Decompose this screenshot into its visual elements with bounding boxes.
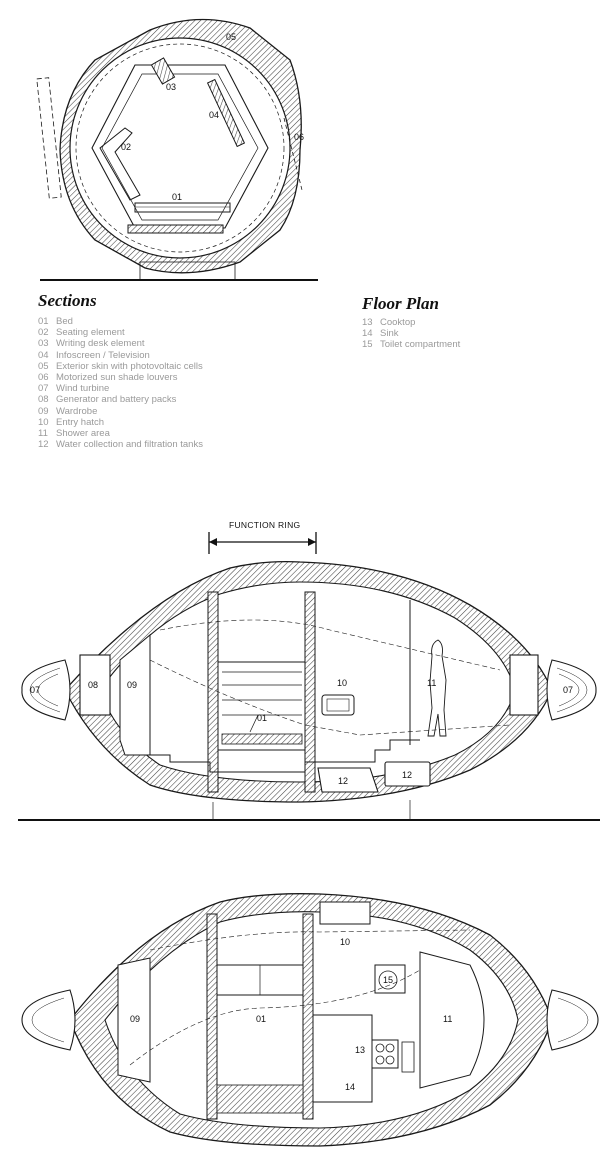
writing-desk bbox=[150, 57, 176, 85]
label-06: 06 bbox=[294, 132, 304, 142]
label-02: 02 bbox=[121, 142, 131, 152]
label-01: 01 bbox=[256, 1014, 266, 1024]
label-09: 09 bbox=[130, 1014, 140, 1024]
wardrobe bbox=[119, 633, 151, 756]
battery-box-right bbox=[509, 654, 539, 716]
label-12-right: 12 bbox=[402, 770, 412, 780]
label-13: 13 bbox=[355, 1045, 365, 1055]
hex-interior bbox=[91, 64, 269, 229]
label-15: 15 bbox=[383, 975, 393, 985]
generator-box bbox=[79, 654, 111, 716]
label-01: 01 bbox=[172, 192, 182, 202]
turbine-right bbox=[546, 989, 599, 1051]
water-tank-right bbox=[384, 761, 431, 787]
label-08: 08 bbox=[88, 680, 98, 690]
label-05: 05 bbox=[226, 32, 236, 42]
left-louver bbox=[36, 77, 62, 199]
floor-slab bbox=[127, 224, 224, 234]
label-12-left: 12 bbox=[338, 776, 348, 786]
seating-element bbox=[99, 127, 141, 201]
label-07-right: 07 bbox=[563, 685, 573, 695]
floor-plan-heading: Floor Plan bbox=[362, 294, 439, 313]
floor-steps bbox=[150, 739, 420, 773]
function-ring-label: FUNCTION RING bbox=[229, 520, 300, 530]
entry-hatch-window bbox=[321, 694, 355, 716]
shower-area bbox=[419, 951, 485, 1089]
label-09: 09 bbox=[127, 680, 137, 690]
ring-wall-left bbox=[206, 913, 218, 1120]
label-03: 03 bbox=[166, 82, 176, 92]
floor-plan-drawing: 09 01 10 15 13 14 11 bbox=[21, 893, 599, 1147]
sink bbox=[401, 1041, 415, 1073]
turbine-right bbox=[546, 659, 597, 721]
infoscreen bbox=[206, 78, 246, 148]
label-11: 11 bbox=[427, 678, 436, 688]
label-07-left: 07 bbox=[30, 685, 40, 695]
label-11: 11 bbox=[443, 1014, 452, 1024]
label-10: 10 bbox=[337, 678, 347, 688]
label-04: 04 bbox=[209, 110, 219, 120]
label-14: 14 bbox=[345, 1082, 355, 1092]
interior-shell bbox=[69, 37, 291, 259]
water-tank-left bbox=[317, 767, 379, 793]
turbine-left bbox=[21, 659, 71, 721]
turbine-left bbox=[21, 989, 76, 1051]
wardrobe bbox=[117, 957, 151, 1083]
label-10: 10 bbox=[340, 937, 350, 947]
right-louver bbox=[283, 117, 303, 191]
cooktop bbox=[371, 1039, 399, 1069]
label-01: 01 bbox=[257, 713, 267, 723]
person-silhouette bbox=[427, 639, 447, 737]
cross-section-drawing: 05 03 04 02 06 01 bbox=[36, 18, 318, 281]
ring-wall-right bbox=[302, 913, 314, 1120]
toilet-compartment bbox=[374, 964, 406, 994]
longitudinal-section-drawing: FUNCTION RING 07 08 09 01 10 11 12 12 07 bbox=[18, 520, 600, 821]
kitchen-counter bbox=[313, 1014, 373, 1103]
sections-heading: Sections bbox=[38, 291, 97, 310]
bed bbox=[134, 202, 231, 213]
entry-hatch bbox=[319, 901, 371, 925]
